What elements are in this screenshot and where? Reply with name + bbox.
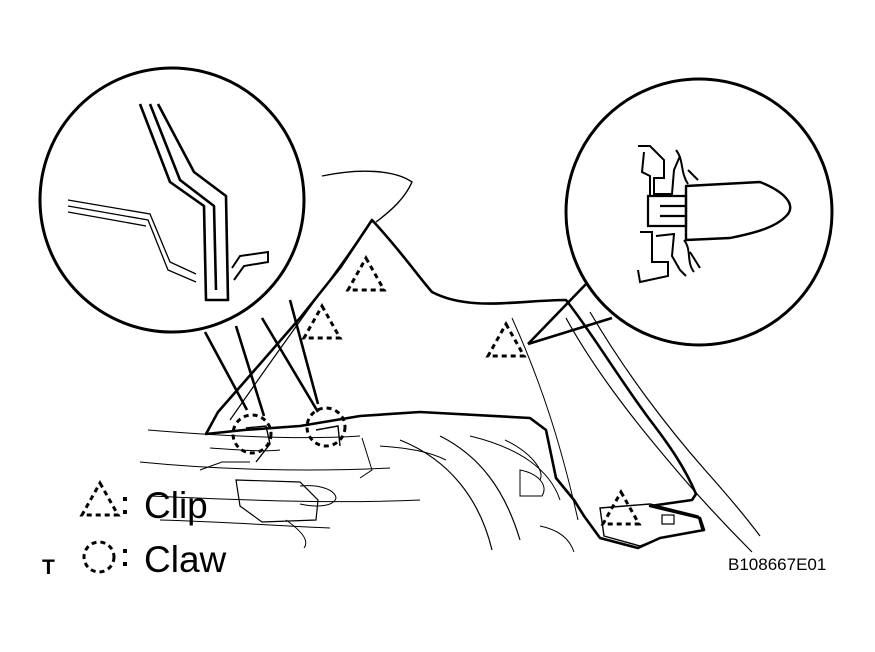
claw-cross-section — [138, 103, 230, 302]
clip-lower-flange — [637, 231, 687, 284]
legend-claw-label: Claw — [144, 539, 227, 580]
trim-flange — [599, 503, 703, 547]
legend-clip-symbol — [79, 479, 121, 517]
clip-body — [646, 194, 688, 228]
legend-colon-dot — [123, 562, 127, 566]
trim-panel-outline — [204, 218, 706, 550]
clip-detail-callout — [527, 77, 834, 347]
callout-pointer-left — [203, 299, 320, 417]
clip-marker — [600, 488, 642, 526]
claw-detail-circle — [38, 66, 306, 334]
legend-colon-dot — [123, 549, 127, 553]
legend-colon-dot — [123, 510, 127, 514]
clip-spring-legs — [675, 149, 701, 273]
claw-marker — [231, 413, 273, 455]
flange-slot — [661, 514, 675, 525]
figure-id-label: B108667E01 — [728, 555, 827, 574]
legend-symbols — [79, 479, 121, 574]
legend-colons — [123, 497, 127, 566]
vehicle-body-lines — [139, 170, 761, 553]
clip-head — [684, 180, 792, 242]
claw-markers — [231, 406, 347, 455]
clip-detail-circle — [564, 77, 834, 347]
clip-marker — [485, 320, 527, 358]
clip-marker — [345, 254, 387, 292]
legend-clip-label: Clip — [144, 485, 208, 526]
claw-marker — [305, 406, 347, 448]
clip-upper-flange — [638, 145, 681, 196]
callout-pointer-right — [527, 281, 613, 346]
legend-colon-dot — [123, 497, 127, 501]
legend-claw-symbol — [82, 540, 116, 574]
claw-hardware — [245, 425, 341, 463]
clip-marker — [301, 302, 343, 340]
corner-mark: T — [42, 556, 55, 579]
panel-edge-lines — [67, 199, 197, 283]
claw-hook — [231, 250, 269, 281]
clip-markers — [301, 254, 642, 526]
claw-detail-callout — [38, 66, 320, 417]
